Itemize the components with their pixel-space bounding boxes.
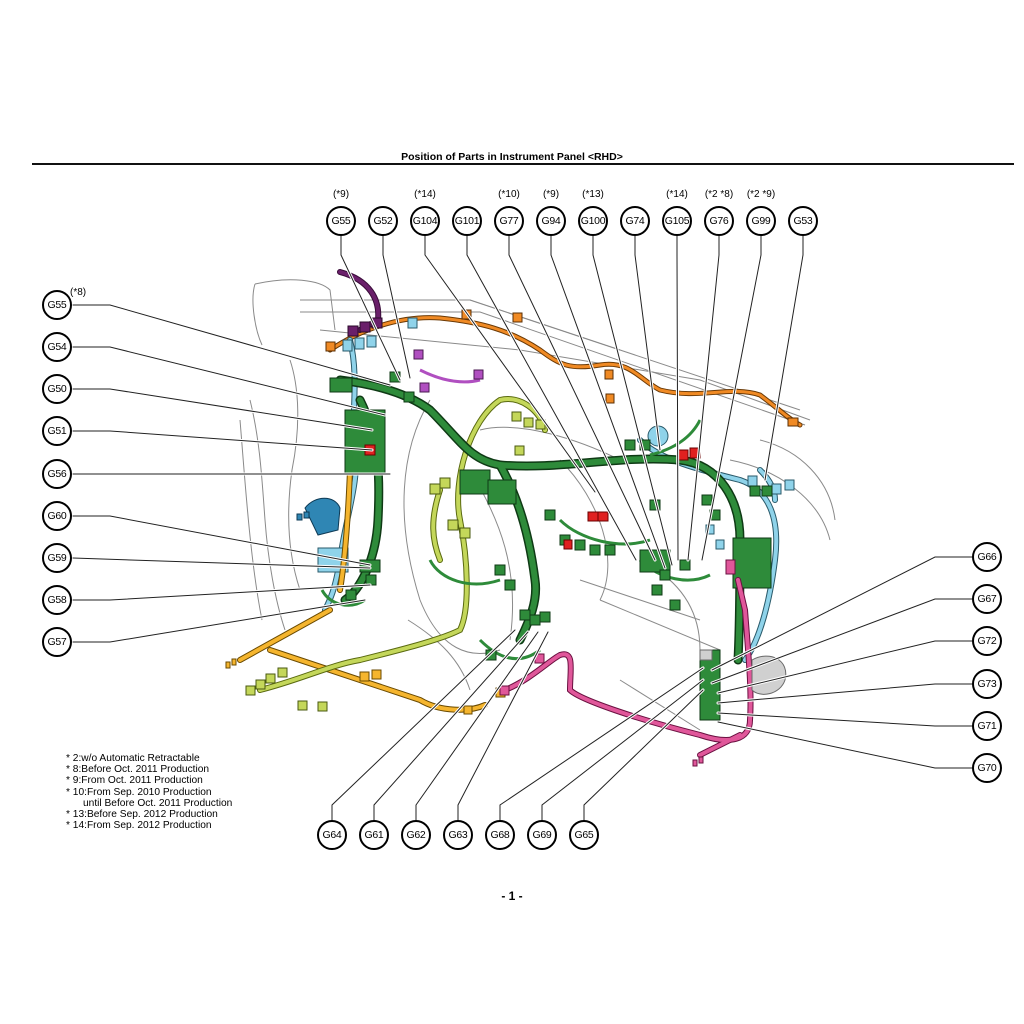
callout-G71[interactable]: G71 <box>972 711 1002 741</box>
callout-G59[interactable]: G59 <box>42 543 72 573</box>
callout-note: (*2 *9) <box>746 189 776 200</box>
callout-G55-top[interactable]: G55 <box>326 206 356 236</box>
callout-G54[interactable]: G54 <box>42 332 72 362</box>
callout-G67[interactable]: G67 <box>972 584 1002 614</box>
page-number: - 1 - <box>501 889 523 903</box>
callout-G56[interactable]: G56 <box>42 459 72 489</box>
callout-G69[interactable]: G69 <box>527 820 557 850</box>
callout-G57[interactable]: G57 <box>42 627 72 657</box>
callout-G62[interactable]: G62 <box>401 820 431 850</box>
callout-G76[interactable]: G76 <box>704 206 734 236</box>
callout-G100[interactable]: G100 <box>578 206 608 236</box>
callout-G66[interactable]: G66 <box>972 542 1002 572</box>
callout-G55-left[interactable]: G55 <box>42 290 72 320</box>
callout-G105[interactable]: G105 <box>662 206 692 236</box>
callout-G64[interactable]: G64 <box>317 820 347 850</box>
callout-note: (*10) <box>498 189 520 200</box>
callout-G72[interactable]: G72 <box>972 626 1002 656</box>
callout-G51[interactable]: G51 <box>42 416 72 446</box>
callout-note: (*9) <box>332 189 350 200</box>
legend-line: * 14:From Sep. 2012 Production <box>66 820 212 832</box>
callout-G94[interactable]: G94 <box>536 206 566 236</box>
legend-line: * 2:w/o Automatic Retractable <box>66 753 200 764</box>
callout-G52[interactable]: G52 <box>368 206 398 236</box>
callout-G50[interactable]: G50 <box>42 374 72 404</box>
callout-note: (*8) <box>70 287 87 298</box>
callout-G61[interactable]: G61 <box>359 820 389 850</box>
callout-G68[interactable]: G68 <box>485 820 515 850</box>
callout-G99[interactable]: G99 <box>746 206 776 236</box>
callout-G104[interactable]: G104 <box>410 206 440 236</box>
callout-note: (*9) <box>542 189 560 200</box>
title-divider <box>32 163 1014 165</box>
callout-G65[interactable]: G65 <box>569 820 599 850</box>
footnote-legend: * 2:w/o Automatic Retractable * 8:Before… <box>66 753 232 831</box>
callout-note: (*14) <box>666 189 688 200</box>
leader-lines <box>71 234 975 822</box>
callout-G73[interactable]: G73 <box>972 669 1002 699</box>
callout-G58[interactable]: G58 <box>42 585 72 615</box>
callout-G60[interactable]: G60 <box>42 501 72 531</box>
callout-note: (*2 *8) <box>704 189 734 200</box>
legend-line: until Before Oct. 2011 Production <box>66 797 233 809</box>
callout-G53[interactable]: G53 <box>788 206 818 236</box>
callout-note: (*14) <box>414 189 436 200</box>
page-title: Position of Parts in Instrument Panel <R… <box>401 151 623 163</box>
legend-line: * 9:From Oct. 2011 Production <box>66 775 203 787</box>
callout-G74[interactable]: G74 <box>620 206 650 236</box>
legend-line: * 13:Before Sep. 2012 Production <box>66 809 218 821</box>
legend-line: * 10:From Sep. 2010 Production <box>66 786 212 798</box>
callout-note: (*13) <box>582 189 604 200</box>
callout-G63[interactable]: G63 <box>443 820 473 850</box>
callout-G101[interactable]: G101 <box>452 206 482 236</box>
legend-line: * 8:Before Oct. 2011 Production <box>66 764 210 776</box>
callout-G77[interactable]: G77 <box>494 206 524 236</box>
callout-G70[interactable]: G70 <box>972 753 1002 783</box>
